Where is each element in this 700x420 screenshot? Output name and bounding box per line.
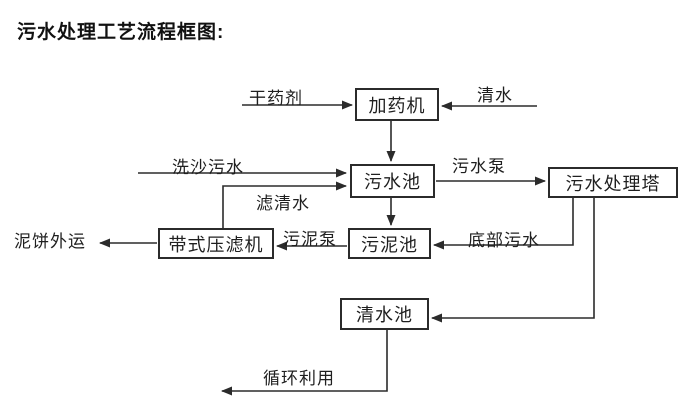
page-title: 污水处理工艺流程框图: (17, 22, 225, 43)
edge-filtered-water-arrow (222, 181, 347, 228)
node-sewage-pool: 污水池 (350, 164, 435, 198)
node-sludge-pool: 污泥池 (348, 228, 431, 259)
label-bottom-sewage: 底部污水 (468, 231, 540, 250)
edge-recycling-arrow (221, 330, 388, 396)
edge-bottom-sewage-arrow (433, 198, 574, 250)
label-recycling: 循环利用 (263, 369, 335, 388)
label-clean-water: 清水 (477, 86, 513, 105)
label-mud-cake-out: 泥饼外运 (14, 232, 86, 251)
node-dosing-machine: 加药机 (355, 88, 439, 121)
node-treatment-tower: 污水处理塔 (548, 167, 678, 198)
label-dry-chemical: 干药剂 (249, 89, 303, 108)
label-sewage-pump: 污水泵 (452, 157, 506, 176)
node-clean-water-pool: 清水池 (340, 298, 429, 330)
label-sand-washing-sewage: 洗沙污水 (172, 158, 244, 177)
label-sludge-pump: 污泥泵 (283, 230, 337, 249)
node-belt-filter-press: 带式压滤机 (158, 228, 274, 259)
edge-tower-to-clean-water-pool-arrow (431, 198, 595, 323)
label-filtered-water: 滤清水 (256, 194, 310, 213)
